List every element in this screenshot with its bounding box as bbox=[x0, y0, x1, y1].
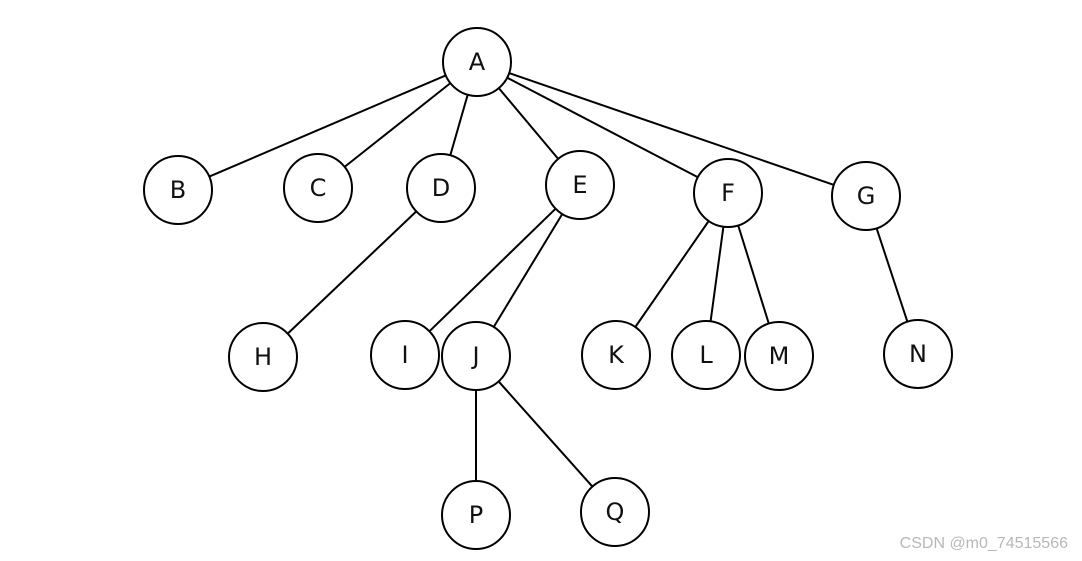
edge-a-c bbox=[343, 82, 452, 168]
edge-g-n bbox=[875, 227, 909, 323]
tree-node-d: D bbox=[406, 153, 476, 223]
node-circle bbox=[545, 150, 615, 220]
node-label: G bbox=[857, 182, 876, 210]
node-circle bbox=[671, 320, 741, 390]
tree-node-f: F bbox=[693, 158, 763, 228]
node-label: K bbox=[608, 341, 625, 369]
tree-node-c: C bbox=[283, 153, 353, 223]
edge-a-b bbox=[208, 74, 447, 178]
watermark: CSDN @m0_74515566 bbox=[899, 535, 1068, 552]
node-label: P bbox=[469, 501, 483, 529]
node-circle bbox=[831, 161, 901, 231]
node-label: I bbox=[401, 341, 408, 369]
edge-f-k bbox=[634, 220, 710, 328]
nodes-layer: A B C D E F G H I J K L M N P Q bbox=[143, 27, 953, 550]
node-circle bbox=[693, 158, 763, 228]
tree-node-g: G bbox=[831, 161, 901, 231]
tree-node-k: K bbox=[581, 320, 651, 390]
node-label: D bbox=[432, 174, 450, 202]
node-label: B bbox=[170, 176, 186, 204]
edge-e-j bbox=[492, 213, 564, 328]
edge-a-f bbox=[506, 76, 699, 179]
node-circle bbox=[228, 322, 298, 392]
edge-a-e bbox=[497, 87, 560, 160]
node-label: J bbox=[470, 342, 479, 370]
node-label: M bbox=[769, 342, 790, 370]
edge-f-m bbox=[737, 224, 770, 325]
node-circle bbox=[370, 320, 440, 390]
node-label: Q bbox=[606, 498, 625, 526]
edge-j-q bbox=[497, 380, 594, 488]
tree-node-b: B bbox=[143, 155, 213, 225]
node-circle bbox=[581, 320, 651, 390]
node-circle bbox=[441, 321, 511, 391]
node-circle bbox=[143, 155, 213, 225]
node-circle bbox=[883, 319, 953, 389]
tree-node-p: P bbox=[441, 480, 511, 550]
node-label: C bbox=[310, 174, 327, 202]
tree-node-q: Q bbox=[580, 477, 650, 547]
edge-a-g bbox=[508, 72, 835, 186]
node-circle bbox=[406, 153, 476, 223]
node-label: H bbox=[254, 343, 272, 371]
tree-node-j: J bbox=[441, 321, 511, 391]
node-label: N bbox=[909, 340, 927, 368]
node-circle bbox=[283, 153, 353, 223]
tree-node-l: L bbox=[671, 320, 741, 390]
node-circle bbox=[441, 480, 511, 550]
node-label: F bbox=[721, 179, 735, 207]
edge-e-i bbox=[428, 207, 557, 333]
edge-d-h bbox=[286, 210, 418, 335]
node-label: L bbox=[699, 341, 713, 369]
node-circle bbox=[744, 321, 814, 391]
tree-node-n: N bbox=[883, 319, 953, 389]
node-circle bbox=[580, 477, 650, 547]
tree-node-e: E bbox=[545, 150, 615, 220]
node-label: E bbox=[572, 171, 587, 199]
tree-node-i: I bbox=[370, 320, 440, 390]
edge-f-l bbox=[709, 225, 725, 323]
tree-node-h: H bbox=[228, 322, 298, 392]
edges-layer bbox=[208, 72, 909, 488]
node-label: A bbox=[469, 48, 486, 76]
node-circle bbox=[442, 27, 512, 97]
tree-node-m: M bbox=[744, 321, 814, 391]
edge-a-d bbox=[449, 93, 469, 157]
tree-node-a: A bbox=[442, 27, 512, 97]
